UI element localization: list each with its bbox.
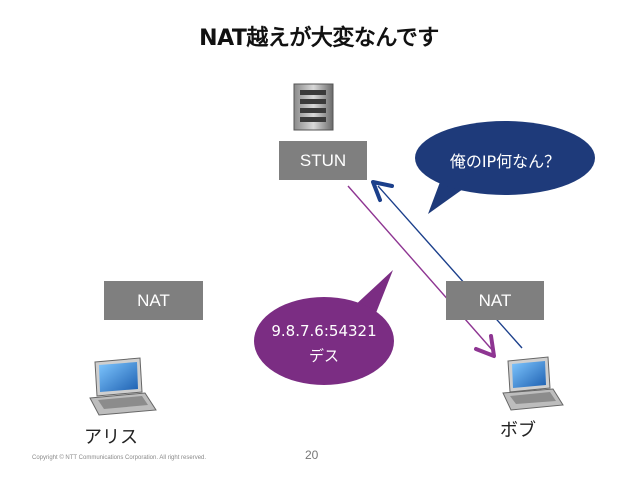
answer-bubble-address: 9.8.7.6:54321 (271, 322, 377, 340)
laptop-icon (502, 356, 564, 411)
response-arrow (347, 185, 496, 358)
alice-label: アリス (84, 427, 138, 448)
request-arrow (371, 180, 523, 349)
bob-label: ボブ (500, 420, 536, 441)
slide-title: NAT越えが大変なんです (199, 26, 439, 51)
nat-left-box: NAT (104, 281, 203, 320)
server-icon (293, 83, 334, 131)
answer-bubble (254, 270, 394, 385)
copyright-footer: Copyright © NTT Communications Corporati… (32, 455, 207, 461)
question-bubble (415, 121, 595, 214)
answer-bubble-suffix: デス (308, 347, 339, 365)
page-number: 20 (305, 448, 319, 462)
nat-right-box: NAT (446, 281, 544, 320)
laptop-icon (89, 357, 157, 416)
question-bubble-text: 俺のIP何なん？ (449, 152, 561, 171)
stun-server-box: STUN (279, 141, 367, 180)
